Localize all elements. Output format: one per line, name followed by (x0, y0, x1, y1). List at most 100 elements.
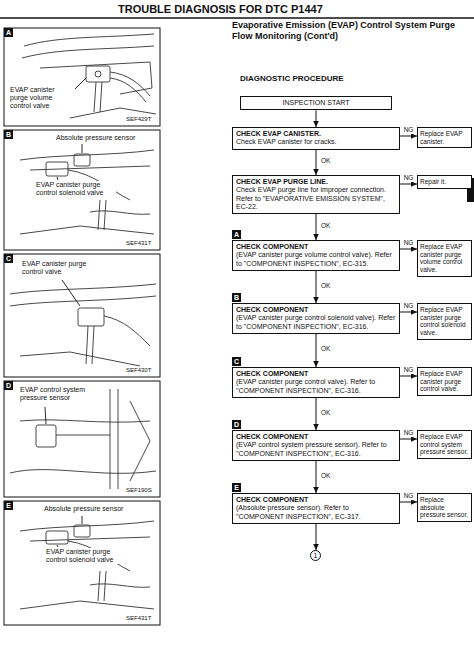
sensor-body (74, 525, 90, 537)
engine-outline (20, 226, 154, 234)
step-heading: CHECK COMPONENT (236, 306, 396, 314)
engine-outline (20, 521, 154, 531)
step-body: (EVAP canister purge volume control valv… (236, 251, 396, 268)
leader-line (62, 280, 80, 306)
panel-frame (4, 28, 160, 126)
flow-connector (400, 499, 417, 505)
engine-outline (30, 537, 150, 541)
step-letter: E (232, 483, 241, 492)
flow-connector (313, 150, 319, 176)
check-box: CHECK COMPONENT(EVAP control system pres… (232, 430, 400, 461)
flow-connector (313, 461, 319, 493)
panel-letter: A (4, 28, 13, 37)
step-heading: CHECK COMPONENT (236, 370, 396, 378)
connector-circle: 1 (310, 550, 321, 561)
flow-connector (400, 373, 417, 379)
panel-frame (4, 130, 160, 250)
connector-number: 1 (311, 551, 320, 560)
valve-body (78, 308, 104, 326)
step-body: Check EVAP canister for cracks. (236, 138, 396, 146)
step-body: (EVAP control system pressure sensor). R… (236, 441, 396, 458)
flow-connector (400, 133, 417, 139)
action-box: Replace EVAP control system pressure sen… (417, 430, 472, 459)
pipe (110, 389, 118, 489)
start-box: INSPECTION START (240, 96, 392, 110)
leader-line (82, 516, 83, 524)
part-callout: EVAP canister purge control solenoid val… (46, 548, 126, 564)
engine-outline (20, 601, 154, 609)
step-body: (Absolute pressure sensor). Refer to "CO… (236, 504, 396, 521)
engine-outline (20, 352, 140, 366)
panel-frame (4, 501, 160, 625)
valve-body (46, 531, 68, 544)
sensor-body (74, 154, 90, 166)
leader-line (57, 177, 58, 180)
check-box: CHECK COMPONENT(EVAP canister purge cont… (232, 303, 400, 334)
edge-label: OK (320, 283, 331, 290)
edge-label: NG (403, 430, 415, 437)
figure-code: SEF431T (126, 240, 151, 247)
action-text: Repair it. (420, 178, 469, 186)
action-text: Replace EVAP canister. (420, 130, 469, 145)
page-title: TROUBLE DIAGNOSIS FOR DTC P1447 (118, 3, 323, 15)
leader-line (57, 545, 58, 547)
header-rule (0, 17, 474, 19)
hose (98, 571, 106, 601)
part-callout: EVAP control system pressure sensor (20, 386, 100, 402)
figure-code: SEF190S (126, 487, 152, 494)
engine-outline (130, 401, 150, 481)
panel-frame (4, 381, 160, 497)
part-callout: EVAP canister purge volume control valve (10, 86, 74, 110)
hose (56, 435, 110, 436)
engine-outline (10, 284, 156, 294)
panel-frame (4, 254, 160, 377)
valve-body (46, 162, 68, 176)
engine-illustration (10, 280, 156, 366)
flow-connector (400, 246, 417, 252)
engine-outline (30, 166, 150, 170)
section-subtitle: Evaporative Emission (EVAP) Control Syst… (232, 20, 472, 42)
step-heading: CHECK COMPONENT (236, 496, 396, 504)
engine-illustration (20, 144, 154, 234)
flow-connector (313, 334, 319, 367)
engine-outline (20, 150, 154, 160)
step-body: (EVAP canister purge control valve). Ref… (236, 378, 396, 395)
action-text: Replace EVAP control system pressure sen… (420, 433, 469, 456)
section-heading: DIAGNOSTIC PROCEDURE (240, 74, 344, 83)
step-body: (EVAP canister purge control solenoid va… (236, 314, 396, 331)
figure-code: SEF431T (126, 615, 151, 622)
hose (94, 82, 102, 112)
step-letter: B (232, 293, 241, 302)
edge-label: NG (403, 367, 415, 374)
edge-label: NG (403, 127, 415, 134)
check-box: CHECK EVAP PURGE LINE.Check EVAP purge l… (232, 175, 400, 214)
edge-label: OK (320, 346, 331, 353)
edge-label: OK (320, 223, 331, 230)
panel-letter: D (4, 381, 13, 390)
action-text: Replace EVAP canister purge volume contr… (420, 243, 469, 274)
leader-line (75, 78, 86, 89)
engine-outline (10, 296, 156, 306)
panel-letter: B (4, 130, 13, 139)
flow-connector (400, 436, 417, 442)
edge-label: OK (320, 158, 331, 165)
action-box: Replace EVAP canister purge volume contr… (417, 240, 472, 277)
action-box: Repair it. (417, 175, 472, 189)
edge-label: OK (320, 410, 331, 417)
part-callout: Absolute pressure sensor (44, 505, 144, 513)
step-heading: CHECK EVAP CANISTER. (236, 130, 396, 138)
part-callout: EVAP canister purge control solenoid val… (36, 181, 116, 197)
part-callout: Absolute pressure sensor (56, 134, 156, 142)
flow-connector (400, 181, 417, 187)
action-box: Replace EVAP canister. (417, 127, 472, 148)
engine-outline (20, 420, 150, 422)
action-box: Replace EVAP canister purge control sole… (417, 303, 472, 340)
engine-outline (24, 34, 154, 46)
check-box: CHECK COMPONENT(EVAP canister purge volu… (232, 240, 400, 271)
step-body: Check EVAP purge line for improper conne… (236, 186, 396, 211)
leader-line (45, 407, 46, 424)
check-box: CHECK COMPONENT(EVAP canister purge cont… (232, 367, 400, 398)
hose (110, 72, 150, 102)
flow-connector (313, 398, 319, 430)
